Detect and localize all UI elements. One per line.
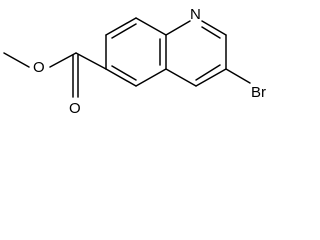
- bond-c4a-c5: [135, 68, 167, 87]
- bond-c3-c4: [195, 68, 227, 87]
- bond-o-carbonyl-carbon: [49, 52, 77, 68]
- bond-c7-c8-inner: [111, 23, 137, 39]
- bond-c8a-n: [165, 20, 191, 36]
- molecule-canvas: N O O Br: [3, 6, 266, 117]
- bond-c8-c8a: [135, 17, 167, 36]
- bond-c4-c4a: [165, 68, 197, 87]
- bond-c5-c6-inner: [111, 65, 137, 81]
- atom-label-o-ester: O: [33, 59, 45, 76]
- atom-label-n: N: [190, 6, 201, 23]
- bond-carbonyl-c6: [75, 52, 107, 70]
- bond-c7-c8: [105, 17, 137, 36]
- bond-methyl-o: [3, 52, 30, 68]
- quinoline-structure: N O O Br: [3, 6, 266, 117]
- bond-c3-br: [225, 68, 251, 84]
- bond-n-c2-inner: [201, 26, 221, 39]
- atom-label-o-carbonyl: O: [69, 100, 81, 117]
- bond-c5-c6: [105, 68, 137, 87]
- bond-c3-c4-inner: [195, 64, 221, 81]
- bond-n-c2: [201, 20, 227, 36]
- atom-label-br: Br: [251, 84, 266, 101]
